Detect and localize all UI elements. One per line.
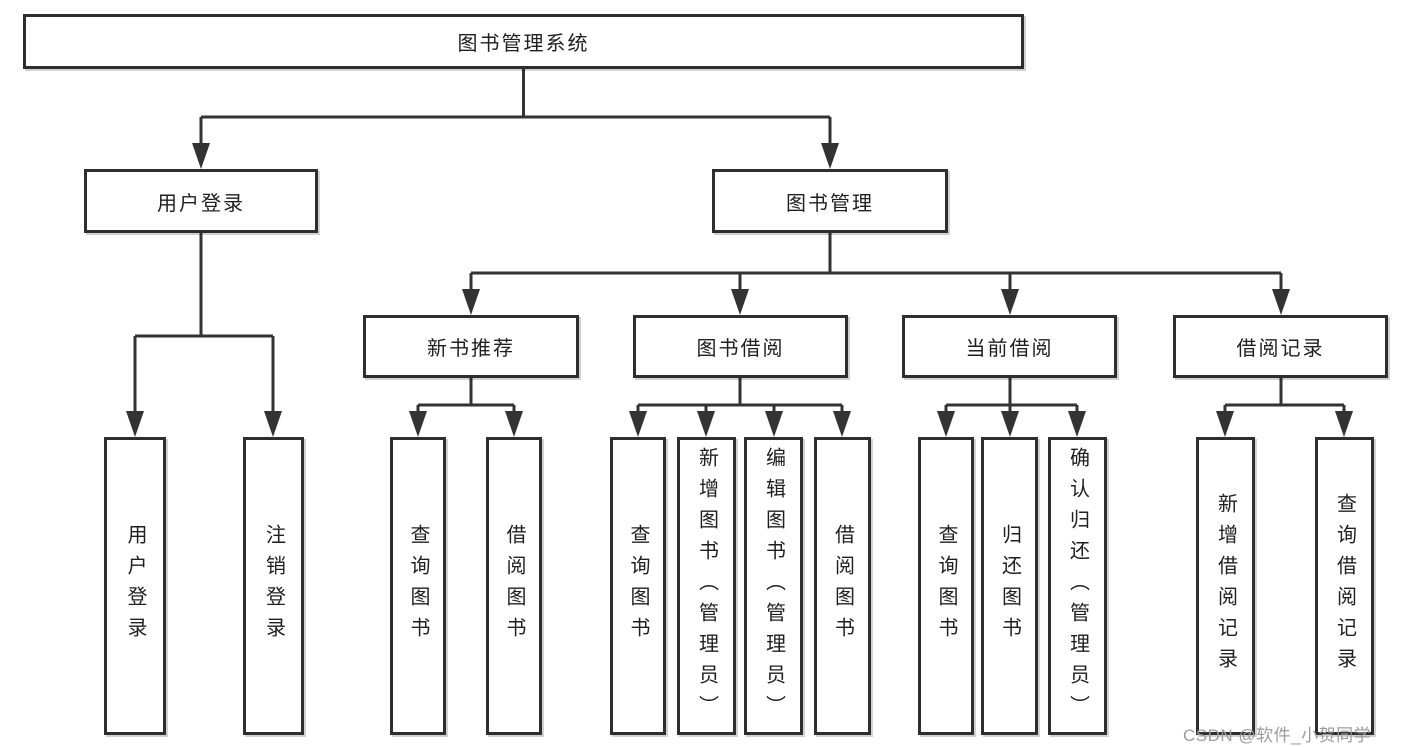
node-book-borrow-label: 图书借阅: [696, 338, 785, 360]
arrowhead: [264, 411, 282, 437]
leaf-borrow-books-recommend: 借阅图书: [486, 437, 542, 735]
node-root-label: 图书管理系统: [457, 33, 590, 55]
arrowhead: [937, 411, 955, 437]
leaf-borrow-books: 借阅图书: [814, 437, 871, 735]
arrowhead: [821, 143, 839, 169]
arrowhead: [505, 411, 523, 437]
arrowhead: [1335, 411, 1353, 437]
node-borrow-record: 借阅记录: [1173, 315, 1388, 378]
leaf-logout: 注销登录: [243, 437, 304, 735]
leaf-confirm-return-admin: 确认归还（管理员）: [1048, 437, 1107, 735]
node-new-book-label: 新书推荐: [427, 338, 515, 360]
node-book-mgmt: 图书管理: [712, 169, 948, 233]
arrowhead: [1001, 411, 1019, 437]
node-current-borrow: 当前借阅: [902, 315, 1117, 378]
leaf-return-books: 归还图书: [981, 437, 1038, 735]
arrowhead: [1068, 411, 1086, 437]
node-borrow-record-label: 借阅记录: [1236, 338, 1325, 360]
node-book-borrow: 图书借阅: [633, 315, 848, 378]
arrowhead: [731, 289, 749, 315]
arrowhead: [126, 411, 144, 437]
arrowhead: [1216, 411, 1234, 437]
leaf-edit-books-admin: 编辑图书（管理员）: [744, 437, 803, 735]
leaf-query-books-borrow: 查询图书: [610, 437, 666, 735]
node-root: 图书管理系统: [23, 14, 1024, 69]
node-current-borrow-label: 当前借阅: [965, 338, 1054, 360]
node-book-mgmt-label: 图书管理: [786, 192, 874, 215]
leaf-user-login: 用户登录: [104, 437, 166, 735]
arrowhead: [192, 143, 210, 169]
leaf-query-borrow-record: 查询借阅记录: [1315, 437, 1374, 735]
node-new-book-recommend: 新书推荐: [363, 315, 579, 378]
arrowhead: [833, 411, 851, 437]
csdn-watermark: CSDN @软件_小贺同学: [1183, 726, 1372, 745]
leaf-add-books-admin: 新增图书（管理员）: [677, 437, 736, 735]
arrowhead: [1001, 289, 1019, 315]
arrowhead: [629, 411, 647, 437]
arrowhead: [1272, 289, 1290, 315]
arrowhead: [765, 411, 783, 437]
arrowhead: [409, 411, 427, 437]
leaf-add-borrow-record: 新增借阅记录: [1196, 437, 1255, 735]
arrowhead: [462, 289, 480, 315]
node-user-login-label: 用户登录: [157, 192, 245, 215]
arrowhead: [697, 411, 715, 437]
leaf-query-books-current: 查询图书: [918, 437, 974, 735]
node-user-login: 用户登录: [84, 169, 318, 233]
leaf-query-books-recommend: 查询图书: [390, 437, 446, 735]
